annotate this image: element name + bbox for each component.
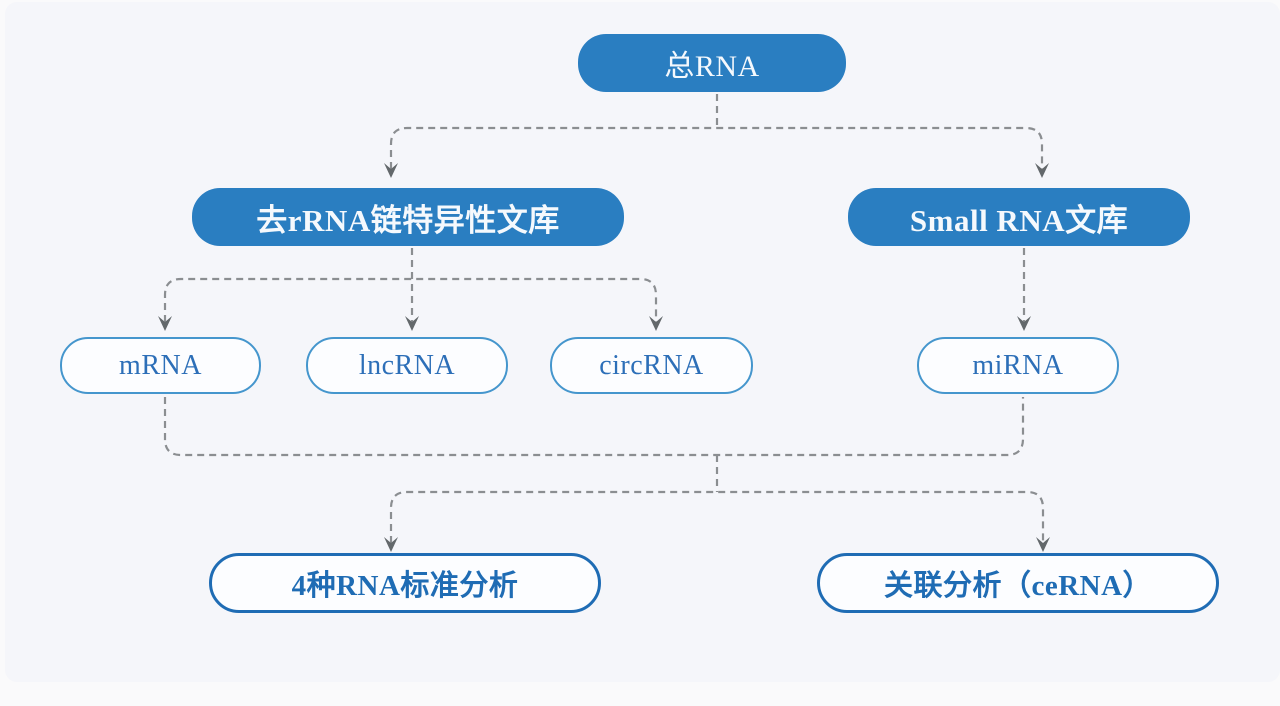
arrowhead-to-rrna-lib: [384, 163, 398, 178]
node-cerna-analysis: 关联分析（ceRNA）: [817, 553, 1219, 613]
node-circrna: circRNA: [550, 337, 753, 394]
arrowhead-to-cerna-analysis: [1036, 537, 1050, 552]
edge-rrna-split: [163, 277, 658, 322]
node-lncrna: lncRNA: [306, 337, 508, 394]
node-cerna-analysis-label: 关联分析（ceRNA）: [883, 570, 1153, 602]
node-mrna-label: mRNA: [119, 349, 202, 381]
node-total-rna-label: 总RNA: [664, 50, 760, 83]
node-small-rna-library: Small RNA文库: [848, 188, 1190, 246]
node-circrna-label: circRNA: [599, 349, 704, 381]
edge-analysis-split: [389, 490, 1045, 543]
arrowhead-to-lncrna: [405, 316, 419, 331]
connector-lines: [158, 94, 1050, 552]
node-total-rna: 总RNA: [578, 34, 846, 92]
node-mrna: mRNA: [60, 337, 261, 394]
edge-total-split: [389, 126, 1044, 169]
node-mirna-label: miRNA: [972, 349, 1064, 381]
arrowhead-to-small-lib: [1035, 163, 1049, 178]
node-standard-analysis-label: 4种RNA标准分析: [291, 570, 519, 602]
arrowhead-to-circrna: [649, 316, 663, 331]
arrowhead-to-mirna: [1017, 316, 1031, 331]
arrowhead-to-std-analysis: [384, 537, 398, 552]
node-lncrna-label: lncRNA: [358, 349, 456, 381]
node-small-rna-library-label: Small RNA文库: [909, 202, 1129, 238]
node-mirna: miRNA: [917, 337, 1119, 394]
flowchart-canvas: 总RNA 去rRNA链特异性文库 Small RNA文库 mRNA lncRNA…: [5, 2, 1280, 682]
node-standard-analysis: 4种RNA标准分析: [209, 553, 601, 613]
edge-merge-bus: [163, 397, 1025, 457]
node-rrna-library-label: 去rRNA链特异性文库: [256, 202, 560, 238]
arrowhead-to-mrna: [158, 316, 172, 331]
node-rrna-library: 去rRNA链特异性文库: [192, 188, 624, 246]
